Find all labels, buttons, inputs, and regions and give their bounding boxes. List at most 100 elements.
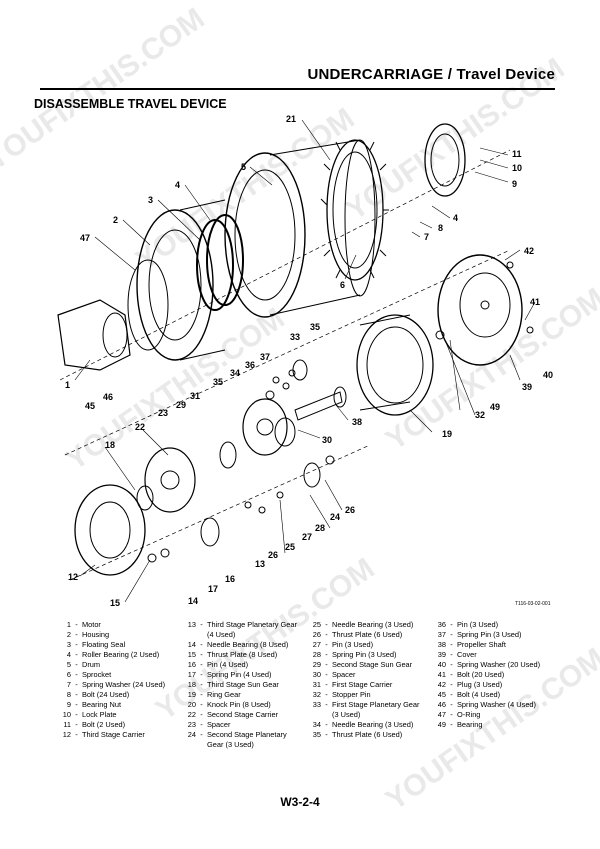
part-separator: -	[75, 660, 78, 669]
part-number: 14	[187, 640, 196, 649]
part-row: 14-Needle Bearing (8 Used)	[180, 640, 305, 650]
part-separator: -	[450, 620, 453, 629]
callout-33: 33	[290, 332, 300, 342]
part-number: 29	[312, 660, 321, 669]
o-ring	[127, 259, 169, 351]
part-separator: -	[75, 680, 78, 689]
part-row: 20-Knock Pin (8 Used)	[180, 700, 305, 710]
part-row: 7-Spring Washer (24 Used)	[55, 680, 180, 690]
part-number: 10	[62, 710, 71, 719]
part-number: 34	[312, 720, 321, 729]
part-name: Pin (4 Used)	[207, 660, 249, 669]
part-separator: -	[200, 720, 203, 729]
part-row: 2-Housing	[55, 630, 180, 640]
page-header-title: UNDERCARRIAGE / Travel Device	[307, 66, 555, 83]
callout-36: 36	[245, 360, 255, 370]
part-separator: -	[450, 700, 453, 709]
callout-38: 38	[352, 417, 362, 427]
part-number: 1	[66, 620, 71, 629]
part-name: Second Stage Sun Gear	[332, 660, 413, 669]
callout-31: 31	[190, 391, 200, 401]
part-number: 5	[66, 660, 71, 669]
part-row: 41-Bolt (20 Used)	[430, 670, 570, 680]
part-number: 8	[66, 690, 71, 699]
part-separator: -	[325, 630, 328, 639]
part-row: 12-Third Stage Carrier	[55, 730, 180, 740]
part-row: 6-Sprocket	[55, 670, 180, 680]
part-separator: -	[450, 660, 453, 669]
part-name: First Stage Planetary Gear (3 Used)	[332, 700, 420, 719]
part-separator: -	[200, 660, 203, 669]
part-row: 10-Lock Plate	[55, 710, 180, 720]
part-separator: -	[450, 670, 453, 679]
part-row: 22-Second Stage Carrier	[180, 710, 305, 720]
part-row: 47-O-Ring	[430, 710, 570, 720]
part-number: 40	[437, 660, 446, 669]
part-name: Roller Bearing (2 Used)	[82, 650, 160, 659]
part-number: 32	[312, 690, 321, 699]
part-number: 20	[187, 700, 196, 709]
part-name: Needle Bearing (3 Used)	[332, 620, 414, 629]
part-separator: -	[325, 640, 328, 649]
part-separator: -	[75, 720, 78, 729]
callout-49: 49	[490, 402, 500, 412]
part-row: 24-Second Stage Planetary Gear (3 Used)	[180, 730, 305, 750]
part-separator: -	[75, 730, 78, 739]
part-row: 13-Third Stage Planetary Gear (4 Used)	[180, 620, 305, 640]
part-number: 18	[187, 680, 196, 689]
part-name: Needle Bearing (3 Used)	[332, 720, 414, 729]
part-name: Spring Washer (4 Used)	[457, 700, 536, 709]
part-number: 27	[312, 640, 321, 649]
callout-2: 2	[113, 215, 118, 225]
part-row: 39-Cover	[430, 650, 570, 660]
part-separator: -	[75, 690, 78, 699]
second-stage-sun-gear	[219, 441, 237, 469]
callout-46: 46	[103, 392, 113, 402]
drum	[224, 139, 376, 318]
part-separator: -	[325, 620, 328, 629]
part-name: Housing	[82, 630, 110, 639]
part-row: 33-First Stage Planetary Gear (3 Used)	[305, 700, 430, 720]
part-number: 6	[66, 670, 71, 679]
part-separator: -	[325, 700, 328, 709]
cover	[437, 254, 523, 366]
part-row: 38-Propeller Shaft	[430, 640, 570, 650]
callout-37: 37	[260, 352, 270, 362]
page-number: W3-2-4	[280, 795, 320, 809]
part-row: 30-Spacer	[305, 670, 430, 680]
small-parts	[147, 261, 534, 563]
part-number: 45	[437, 690, 446, 699]
part-number: 26	[312, 630, 321, 639]
part-row: 5-Drum	[55, 660, 180, 670]
part-number: 11	[63, 720, 71, 729]
housing	[136, 199, 226, 361]
part-separator: -	[325, 730, 328, 739]
part-row: 8-Bolt (24 Used)	[55, 690, 180, 700]
part-number: 38	[437, 640, 446, 649]
part-separator: -	[75, 640, 78, 649]
part-name: Second Stage Planetary Gear (3 Used)	[207, 730, 287, 749]
bearing-nut	[424, 123, 466, 197]
part-number: 3	[66, 640, 71, 649]
motor	[57, 299, 131, 371]
part-separator: -	[450, 630, 453, 639]
part-number: 49	[437, 720, 446, 729]
part-number: 30	[312, 670, 321, 679]
part-separator: -	[325, 680, 328, 689]
part-name: O-Ring	[457, 710, 481, 719]
callout-25: 25	[285, 542, 295, 552]
part-number: 46	[437, 700, 446, 709]
part-row: 37-Spring Pin (3 Used)	[430, 630, 570, 640]
callout-3: 3	[148, 195, 153, 205]
part-separator: -	[450, 650, 453, 659]
callout-15: 15	[110, 598, 120, 608]
part-row: 11-Bolt (2 Used)	[55, 720, 180, 730]
part-name: Propeller Shaft	[457, 640, 506, 649]
part-name: Floating Seal	[82, 640, 126, 649]
part-number: 36	[437, 620, 446, 629]
callout-6: 6	[340, 280, 345, 290]
exploded-view-diagram: 21 11 10 9 4 8 7 5 42 4 3 2 47 6 41 33 3…	[57, 114, 553, 608]
part-separator: -	[75, 620, 78, 629]
callout-12: 12	[68, 572, 78, 582]
part-number: 17	[187, 670, 196, 679]
